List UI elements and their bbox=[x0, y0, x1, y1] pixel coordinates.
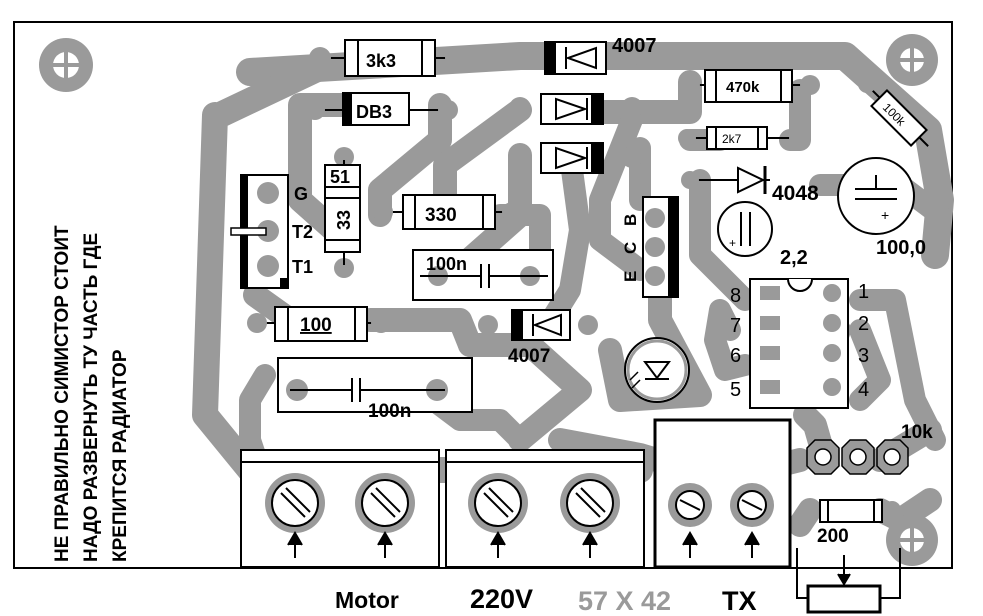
svg-text:+: + bbox=[729, 236, 736, 250]
transistor: B C E bbox=[621, 196, 679, 298]
ic-pin-1: 1 bbox=[858, 281, 869, 303]
ic-pin-7: 7 bbox=[730, 315, 741, 337]
capacitor-100n-lower: 100n bbox=[277, 357, 473, 422]
trimmer-10k-label: 10k bbox=[901, 422, 933, 443]
capacitor-100uf: + 100,0 bbox=[837, 157, 926, 259]
resistor-3k3-label: 3k3 bbox=[366, 51, 396, 71]
mount-hole-top-right bbox=[886, 34, 938, 86]
resistor-330: 330 bbox=[373, 194, 522, 230]
mount-hole-bottom-right bbox=[886, 514, 938, 566]
diode-middle-2 bbox=[509, 142, 643, 174]
rotated-note: НЕ ПРАВИЛЬНО СИМИСТОР СТОИТ НАДО РАЗВЕРН… bbox=[48, 92, 166, 562]
resistor-2k7: 2k7 bbox=[678, 126, 807, 150]
resistor-330-label: 330 bbox=[425, 205, 457, 226]
terminal-tx bbox=[653, 418, 792, 569]
ic-pin-2: 2 bbox=[858, 313, 869, 335]
capacitor-100n-lower-label: 100n bbox=[368, 401, 411, 422]
label-220v: 220V bbox=[470, 584, 533, 614]
note-line-2: НАДО РАЗВЕРНУТЬ ТУ ЧАСТЬ ГДЕ bbox=[81, 232, 102, 562]
resistor-100k: 100k bbox=[858, 75, 944, 161]
capacitor-100n-upper-label: 100n bbox=[426, 254, 467, 274]
ic-dip8: 8 7 6 5 1 2 3 4 bbox=[730, 278, 869, 409]
capacitor-2-2uf: + 2,2 bbox=[717, 201, 808, 269]
resistor-470k: 470k bbox=[680, 69, 820, 103]
resistor-33-label: 33 bbox=[334, 210, 354, 230]
transistor-pin-b: B bbox=[621, 214, 640, 226]
triac-pin-t2: T2 bbox=[292, 222, 313, 242]
ic-pin-5: 5 bbox=[730, 379, 741, 401]
diode-top-label: 4007 bbox=[612, 35, 657, 57]
resistor-100: 100 bbox=[247, 306, 391, 342]
resistor-100-label: 100 bbox=[300, 315, 332, 336]
diode-middle-label: 4007 bbox=[508, 346, 550, 367]
svg-text:+: + bbox=[881, 207, 889, 223]
transistor-pin-c: C bbox=[621, 242, 640, 254]
resistor-51-33: 51 33 bbox=[324, 147, 361, 278]
label-motor: Motor bbox=[335, 587, 399, 613]
resistor-470k-label: 470k bbox=[726, 79, 760, 96]
variable-resistor-symbol bbox=[796, 548, 901, 614]
transistor-pin-e: E bbox=[621, 271, 640, 282]
capacitor-2-2uf-label: 2,2 bbox=[780, 247, 808, 269]
diode-4048: 4048 bbox=[681, 166, 819, 205]
label-tx: TX bbox=[722, 586, 757, 616]
led bbox=[624, 337, 690, 403]
diac-db3: DB3 bbox=[305, 92, 458, 126]
diode-4007-middle: 4007 bbox=[478, 309, 598, 367]
diode-4007-top: 4007 bbox=[511, 35, 657, 75]
diode-middle-1 bbox=[509, 93, 643, 125]
resistor-200-label: 200 bbox=[817, 526, 849, 547]
ic-pin-8: 8 bbox=[730, 285, 741, 307]
ic-pin-6: 6 bbox=[730, 345, 741, 367]
ic-pin-3: 3 bbox=[858, 345, 869, 367]
terminal-220v bbox=[445, 449, 645, 568]
diac-label: DB3 bbox=[356, 102, 392, 122]
note-line-1: НЕ ПРАВИЛЬНО СИМИСТОР СТОИТ bbox=[52, 225, 73, 562]
resistor-200: 200 bbox=[803, 499, 901, 547]
mount-hole-top-left bbox=[39, 38, 93, 92]
triac-pin-t1: T1 bbox=[292, 257, 313, 277]
triac: G T2 T1 bbox=[230, 174, 313, 289]
resistor-3k3: 3k3 bbox=[309, 39, 467, 77]
diode-4048-label: 4048 bbox=[772, 182, 819, 205]
label-board-size: 57 X 42 bbox=[578, 586, 671, 616]
mounting-holes bbox=[39, 34, 938, 566]
resistor-51-label: 51 bbox=[330, 167, 350, 187]
triac-pin-g: G bbox=[294, 184, 308, 204]
capacitor-100uf-label: 100,0 bbox=[876, 237, 926, 259]
note-line-3: КРЕПИТСЯ РАДИАТОР bbox=[110, 349, 131, 563]
resistor-2k7-label: 2k7 bbox=[722, 132, 742, 146]
trimmer-10k: 10k bbox=[806, 422, 933, 475]
terminal-motor bbox=[240, 449, 440, 568]
capacitor-100n-upper: 100n bbox=[412, 249, 554, 301]
ic-pin-4: 4 bbox=[858, 379, 869, 401]
